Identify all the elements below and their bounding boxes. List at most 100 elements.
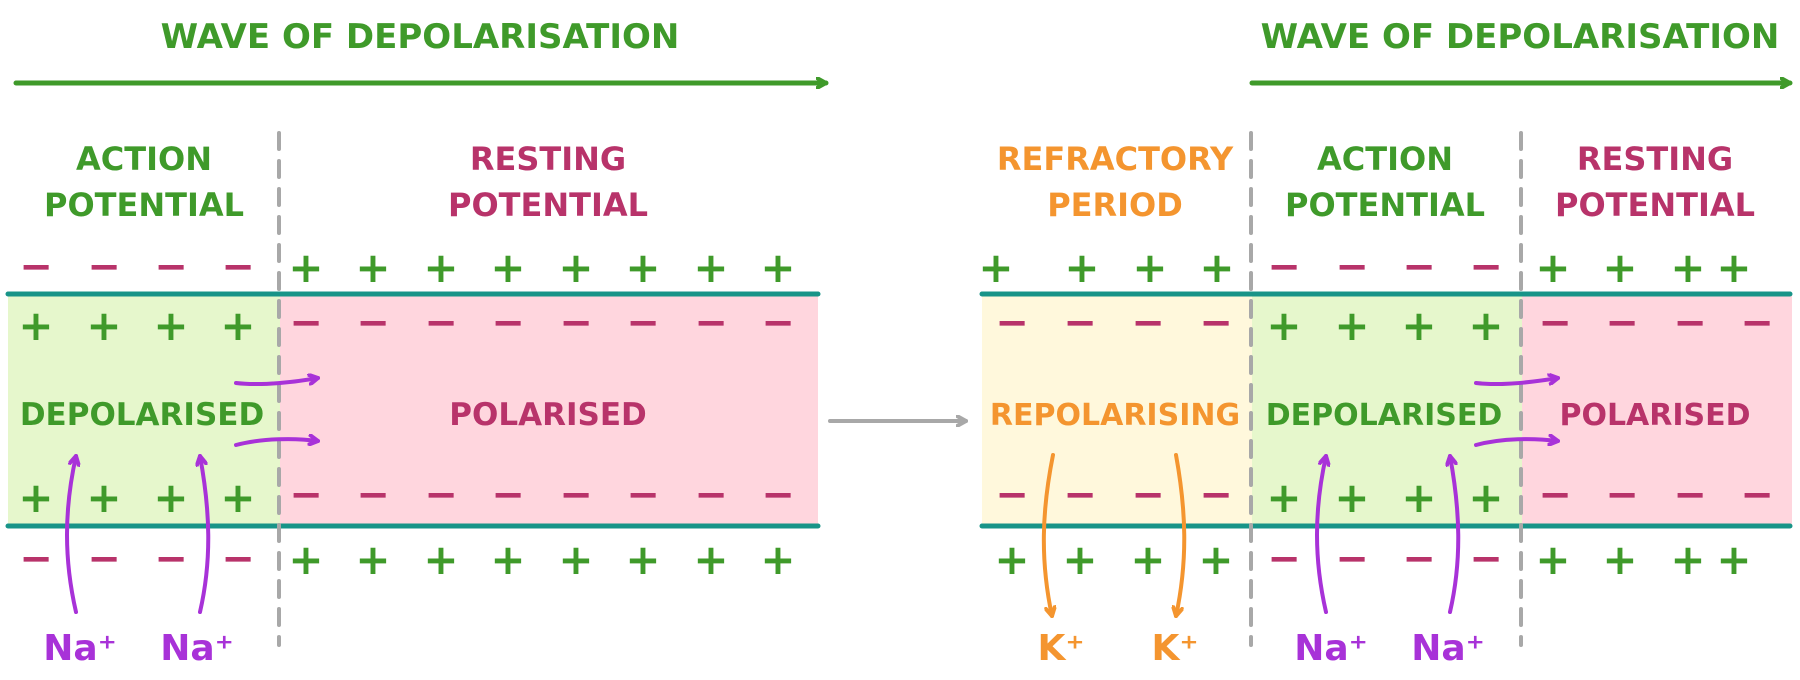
charge-plus: + [1401,473,1436,522]
charge-minus: − [1402,536,1436,582]
charge-plus: + [220,473,255,522]
charge-plus: + [288,243,323,292]
charge-plus: + [1266,473,1301,522]
charge-minus: − [1063,300,1097,346]
right-diagram: WAVE OF DEPOLARISATION REFRACTORY PERIOD… [978,17,1793,669]
charge-minus: − [221,244,255,290]
charge-minus: − [1740,472,1774,518]
potassium-efflux-arrow [1176,453,1187,618]
charge-minus: − [1199,472,1233,518]
right-depolarised-region [1252,295,1522,525]
charge-minus: − [1469,244,1503,290]
charge-minus: − [1538,472,1572,518]
charge-minus: − [995,472,1029,518]
charge-plus: + [153,473,188,522]
charge-minus: − [491,300,525,346]
charge-minus: − [1538,300,1572,346]
charge-minus: − [289,472,323,518]
charge-minus: − [694,300,728,346]
charge-plus: + [1535,243,1570,292]
charge-minus: − [1267,244,1301,290]
sodium-influx-arrow [65,454,76,614]
sodium-influx-arrow [1315,454,1326,614]
charge-plus: + [423,535,458,584]
charge-plus: + [1468,301,1503,350]
sodium-influx-arrow [200,454,211,614]
charge-minus: − [1402,244,1436,290]
charge-plus: + [1198,535,1233,584]
charge-minus: − [1335,244,1369,290]
charge-minus: − [1063,472,1097,518]
charge-plus: + [18,301,53,350]
charge-minus: − [1673,472,1707,518]
charge-minus: − [626,472,660,518]
charge-minus: − [221,536,255,582]
charge-plus: + [1468,473,1503,522]
charge-minus: − [626,300,660,346]
right-repolarising-region [982,295,1252,525]
charge-minus: − [559,472,593,518]
right-depolarised-label: DEPOLARISED [1266,398,1502,433]
charge-minus: − [1605,300,1639,346]
charge-plus: + [760,535,795,584]
repolarising-label: REPOLARISING [990,398,1240,433]
sodium-ion-label: Na⁺ [160,628,233,669]
charge-minus: − [154,536,188,582]
sodium-influx-arrow [1450,454,1461,614]
charge-plus: + [288,535,323,584]
charge-plus: + [86,473,121,522]
sodium-ion-label: Na⁺ [1294,628,1367,669]
charge-plus: + [1670,535,1705,584]
left-action-heading-2: POTENTIAL [44,186,244,224]
right-resting-heading-2: POTENTIAL [1555,186,1755,224]
charge-plus: + [1716,243,1751,292]
charge-plus: + [490,243,525,292]
charge-plus: + [220,301,255,350]
charge-minus: − [1335,536,1369,582]
charge-minus: − [87,244,121,290]
charge-minus: − [1469,536,1503,582]
charge-plus: + [978,243,1013,292]
charge-minus: − [1605,472,1639,518]
left-resting-heading-1: RESTING [470,140,626,178]
charge-minus: − [1673,300,1707,346]
charge-plus: + [1334,473,1369,522]
charge-plus: + [1716,535,1751,584]
charge-plus: + [1670,243,1705,292]
charge-minus: − [19,244,53,290]
charge-minus: − [87,536,121,582]
charge-plus: + [423,243,458,292]
left-depolarised-label: DEPOLARISED [20,397,264,433]
charge-minus: − [1131,300,1165,346]
left-depolarised-region [8,295,280,525]
charge-plus: + [994,535,1029,584]
charge-minus: − [1740,300,1774,346]
charge-plus: + [760,243,795,292]
charge-plus: + [1199,243,1234,292]
charge-plus: + [490,535,525,584]
charge-plus: + [1401,301,1436,350]
local-current-arrow [234,378,320,387]
charge-minus: − [1131,472,1165,518]
right-resting-heading-1: RESTING [1577,140,1733,178]
charge-plus: + [1535,535,1570,584]
charge-plus: + [18,473,53,522]
charge-minus: − [154,244,188,290]
charge-plus: + [558,535,593,584]
charge-plus: + [625,535,660,584]
potassium-ion-label: K⁺ [1152,628,1199,669]
charge-plus: + [625,243,660,292]
charge-minus: − [694,472,728,518]
charge-minus: − [761,472,795,518]
left-polarised-label: POLARISED [449,397,646,433]
refractory-heading-1: REFRACTORY [997,140,1234,178]
charge-plus: + [1130,535,1165,584]
charge-minus: − [1199,300,1233,346]
right-action-heading-2: POTENTIAL [1285,186,1485,224]
charge-minus: − [356,300,390,346]
charge-plus: + [1062,535,1097,584]
right-wave-label: WAVE OF DEPOLARISATION [1261,17,1780,57]
sodium-ion-label: Na⁺ [43,628,116,669]
charge-plus: + [153,301,188,350]
sodium-ion-label: Na⁺ [1411,628,1484,669]
